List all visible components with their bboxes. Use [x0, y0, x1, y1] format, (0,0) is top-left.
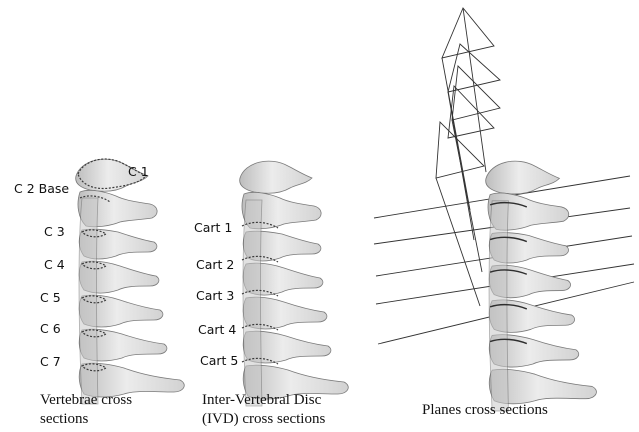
label-cart1: Cart 1 — [194, 220, 232, 235]
planes-panel: Planes cross sections — [374, 8, 634, 418]
vertebrae-caption-line2: sections — [40, 411, 88, 427]
planes-spine-model — [486, 161, 597, 411]
vertebrae-spine-model — [76, 159, 185, 404]
ivd-panel: Cart 1 Cart 2 Cart 3 Cart 4 Cart 5 Inter… — [194, 161, 348, 427]
label-cart5: Cart 5 — [200, 353, 238, 368]
ivd-spine-model — [240, 161, 349, 406]
label-cart2: Cart 2 — [196, 257, 234, 272]
label-c3: C 3 — [44, 224, 65, 239]
label-c5: C 5 — [40, 290, 61, 305]
ivd-caption-line1: Inter-Vertebral Disc — [202, 392, 322, 408]
label-c1: C 1 — [128, 164, 149, 179]
label-c4: C 4 — [44, 257, 65, 272]
ivd-caption-line2: (IVD) cross sections — [202, 411, 325, 427]
planes-caption: Planes cross sections — [422, 402, 548, 418]
vertebrae-caption-line1: Vertebrae cross — [40, 392, 132, 408]
label-cart3: Cart 3 — [196, 288, 234, 303]
label-c2-base: C 2 Base — [14, 181, 69, 196]
vertebrae-panel: C 1 C 2 Base C 3 C 4 C 5 C 6 C 7 Vertebr… — [14, 159, 184, 427]
label-c6: C 6 — [40, 321, 61, 336]
label-cart4: Cart 4 — [198, 322, 236, 337]
label-c7: C 7 — [40, 354, 61, 369]
